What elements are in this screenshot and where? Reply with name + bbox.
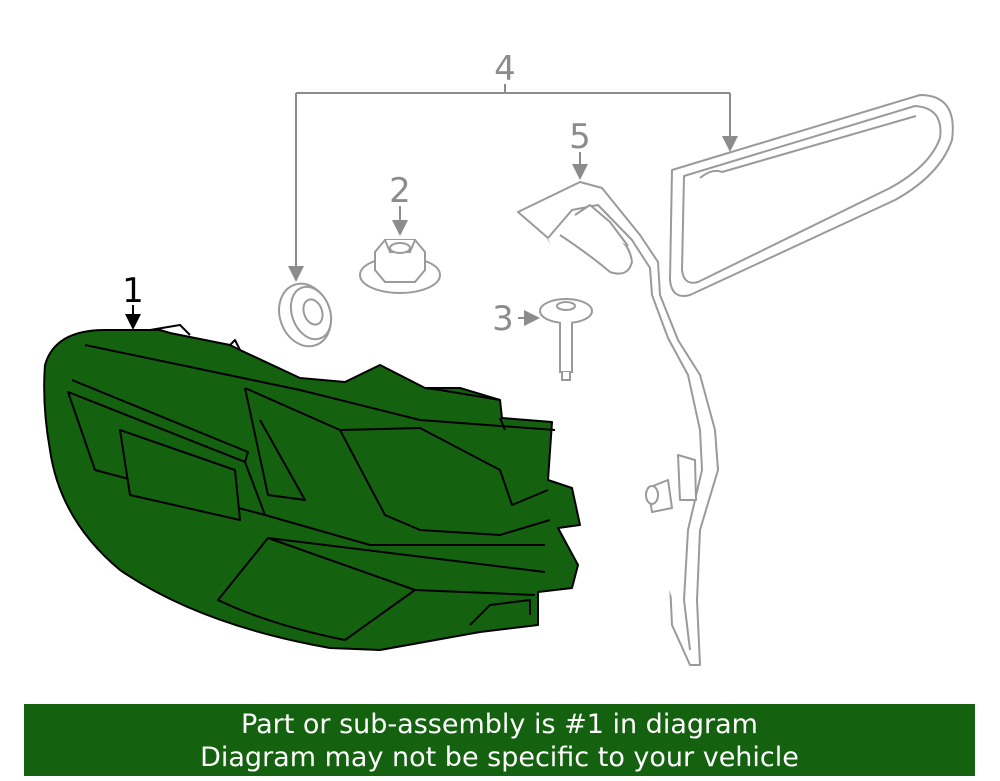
grommet-part[interactable] (271, 276, 340, 353)
callout-2-label: 2 (389, 171, 411, 211)
callout-1-label: 1 (122, 271, 144, 311)
banner-line-1: Part or sub-assembly is #1 in diagram (241, 709, 758, 740)
parts-diagram: 4 5 2 3 1 (43, 49, 954, 666)
banner-line-2: Diagram may not be specific to your vehi… (200, 742, 799, 773)
callout-5-label: 5 (569, 117, 591, 157)
callout-4-leader (288, 84, 738, 282)
tail-lamp-part[interactable] (43, 324, 581, 651)
callout-3-label: 3 (492, 299, 514, 339)
gasket-part[interactable] (669, 94, 954, 297)
diagram-notice-banner: Part or sub-assembly is #1 in diagram Di… (24, 704, 975, 776)
push-pin-part[interactable] (539, 298, 593, 381)
flange-nut-part[interactable] (359, 239, 441, 294)
callout-4-label: 4 (494, 49, 516, 89)
